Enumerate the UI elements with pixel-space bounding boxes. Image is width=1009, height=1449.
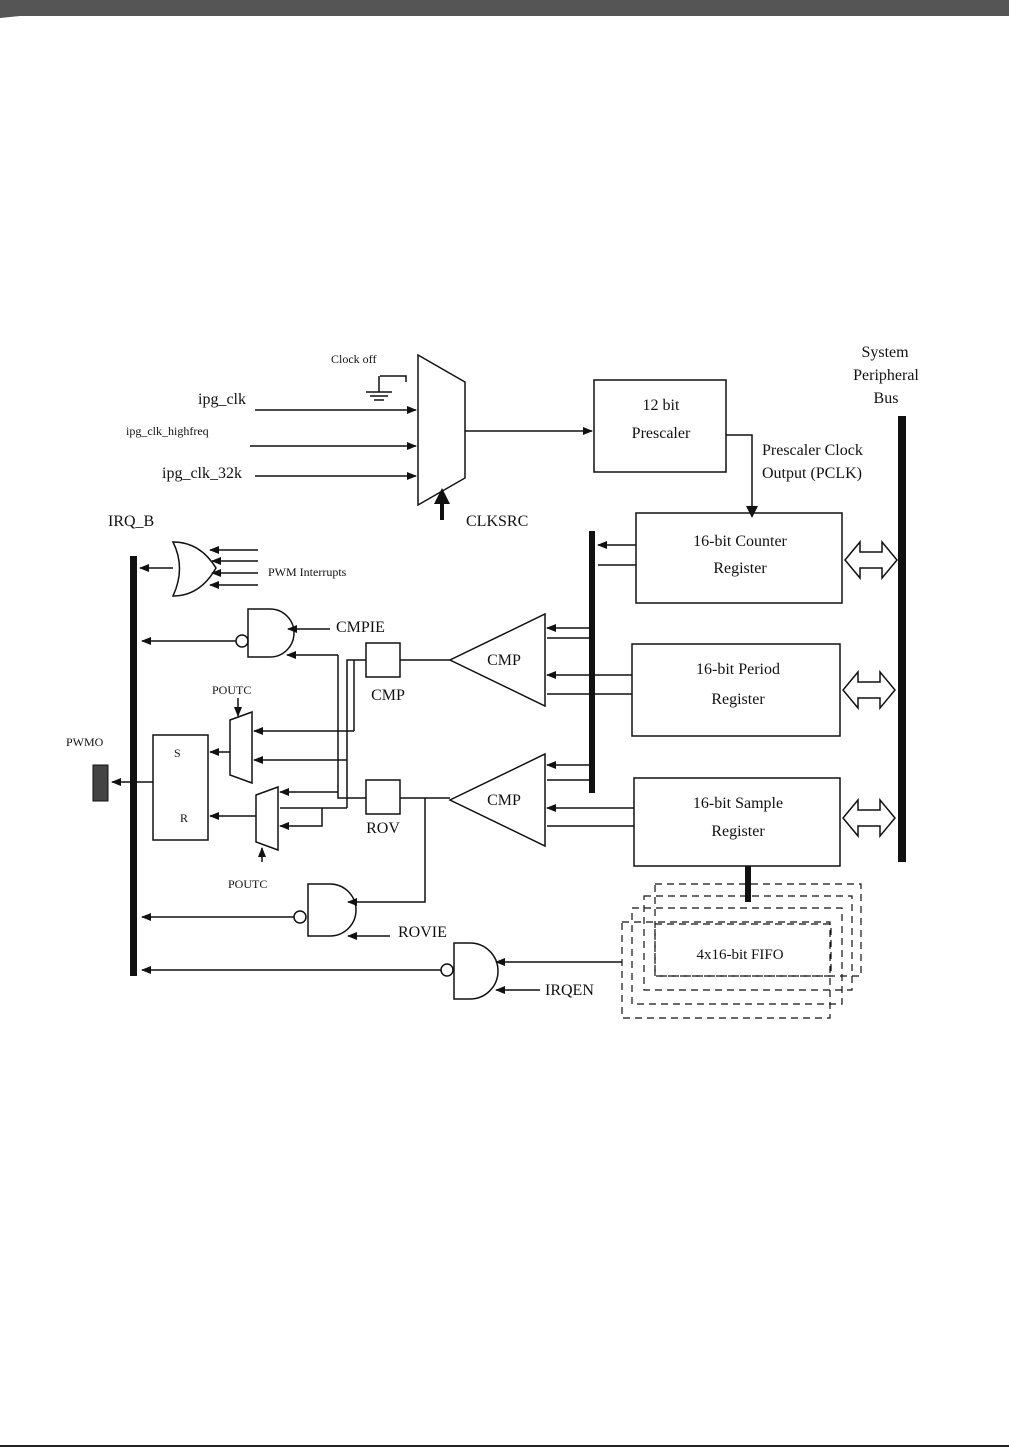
pclk-wire [726, 434, 753, 510]
sr-reset-label: R [180, 811, 188, 825]
period-bus-double-arrow [842, 669, 896, 711]
prescaler-box [593, 379, 727, 473]
rovie-and-gate [307, 883, 357, 937]
pclk-label-line2: Output (PCLK) [762, 465, 862, 482]
ipg-clk-highfreq-label: ipg_clk_highfreq [126, 424, 209, 438]
pclk-label-line1: Prescaler Clock [762, 442, 863, 459]
irq-b-label: IRQ_B [108, 513, 154, 530]
fifo-layer-3 [643, 895, 853, 991]
pwmo-pin [92, 764, 109, 802]
poutc-top-label: POUTC [212, 683, 251, 697]
sample-register-line1: 16-bit Sample [693, 795, 783, 812]
fifo-layer-front [621, 921, 831, 1019]
irq-b-bus [130, 556, 137, 976]
rovie-label: ROVIE [398, 924, 447, 941]
clksrc-label: CLKSRC [466, 513, 528, 530]
clock-source-mux [417, 353, 466, 507]
bus-label-line2: Peripheral [853, 367, 919, 384]
header-bar [0, 0, 1009, 18]
pwm-interrupts-or-gate [171, 541, 217, 597]
fifo-layer-2 [631, 907, 843, 1005]
period-register-box [631, 643, 841, 737]
sample-register-line2: Register [711, 823, 765, 840]
poutc-bottom-label: POUTC [228, 877, 267, 891]
cmpie-label: CMPIE [336, 619, 385, 636]
prescaler-label-line1: 12 bit [643, 397, 680, 414]
ipg-clk-label: ipg_clk [198, 391, 246, 408]
fifo-inner-box [654, 923, 832, 977]
footer-rule [0, 1445, 1009, 1447]
bus-label-line3: Bus [874, 390, 899, 407]
poutc-mux-bottom [255, 785, 279, 852]
comparator-1-label: CMP [487, 652, 521, 669]
pwm-interrupts-label: PWM Interrupts [268, 565, 347, 579]
rov-flag-box [365, 779, 401, 815]
counter-bus-double-arrow [844, 539, 898, 581]
irqen-inverter-bubble [440, 963, 454, 977]
cmpie-inverter-bubble [235, 634, 249, 648]
period-register-line2: Register [711, 691, 765, 708]
prescaler-label-line2: Prescaler [632, 425, 691, 442]
fifo-label: 4x16-bit FIFO [696, 947, 783, 963]
comparator-2 [448, 752, 546, 848]
sample-register-box [633, 777, 841, 867]
counter-register-line2: Register [713, 560, 767, 577]
comparator-1 [448, 612, 546, 708]
poutc-mux-top [229, 710, 253, 785]
internal-data-bus [589, 531, 595, 793]
clock-off-label: Clock off [331, 352, 376, 366]
period-register-line1: 16-bit Period [696, 661, 780, 678]
clock-off-wire [380, 375, 407, 382]
header-bar-shape [0, 0, 1009, 18]
cmpie-and-gate [247, 608, 295, 658]
ipg-clk-32k-label: ipg_clk_32k [162, 465, 242, 482]
sr-latch-box [152, 734, 209, 841]
counter-register-box [635, 512, 843, 604]
rovie-inverter-bubble [293, 910, 307, 924]
counter-register-line1: 16-bit Counter [693, 533, 787, 550]
cmp-flag-box [365, 642, 401, 678]
irqen-label: IRQEN [545, 982, 594, 999]
cmp-flag-label: CMP [371, 687, 405, 704]
sr-set-label: S [174, 746, 181, 760]
sample-to-fifo-link [745, 866, 751, 902]
comparator-2-label: CMP [487, 792, 521, 809]
sample-bus-double-arrow [842, 797, 896, 839]
bus-label-line1: System [861, 344, 909, 361]
irqen-and-gate [453, 942, 499, 1000]
pwmo-label: PWMO [66, 735, 104, 749]
system-peripheral-bus [898, 416, 906, 862]
rov-flag-label: ROV [366, 820, 400, 837]
